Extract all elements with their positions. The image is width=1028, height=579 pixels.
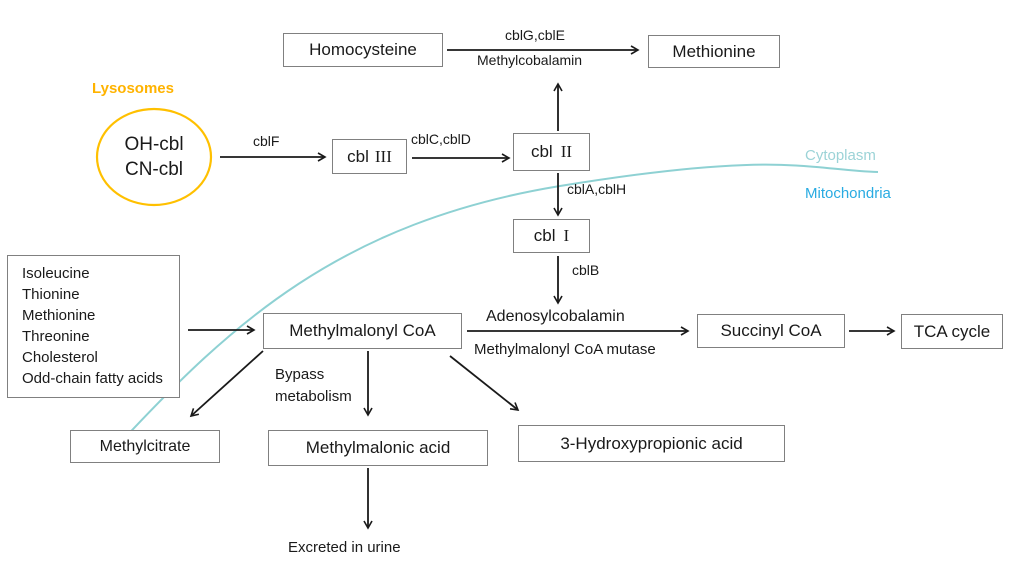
edge-label-cbla-cblh: cblA,cblH — [567, 181, 627, 197]
node-3-hydroxypropionic-acid: 3-Hydroxypropionic acid — [518, 425, 785, 462]
node-tca-cycle: TCA cycle — [901, 314, 1003, 349]
substrate-item: Odd-chain fatty acids — [22, 370, 163, 387]
node-methionine: Methionine — [648, 35, 780, 68]
cbl-i-numeral: I — [563, 226, 570, 245]
edge-label-bypass-line1: Bypass — [275, 366, 325, 383]
substrate-item: Thionine — [22, 286, 80, 303]
cbl-ii-numeral: II — [560, 142, 573, 161]
edge-label-adenosylcobalamin: Adenosylcobalamin — [486, 308, 625, 325]
membrane-curve — [119, 163, 879, 444]
substrate-item: Isoleucine — [22, 265, 90, 282]
lysosomes-region-label: Lysosomes — [92, 80, 174, 97]
substrate-item: Threonine — [22, 328, 90, 345]
mitochondria-region-label: Mitochondria — [805, 185, 891, 202]
cbl-iii-numeral: III — [374, 146, 392, 166]
node-succinyl-coa: Succinyl CoA — [697, 314, 845, 348]
substrate-item: Cholesterol — [22, 349, 98, 366]
edge-label-bypass-line2: metabolism — [275, 388, 352, 405]
edge-label-methylcobalamin: Methylcobalamin — [477, 52, 583, 68]
edge-label-cblb: cblB — [572, 262, 600, 278]
node-homocysteine: Homocysteine — [283, 33, 443, 67]
node-methylmalonic-acid: Methylmalonic acid — [268, 430, 488, 466]
edge-label-mmcoa-mutase: Methylmalonyl CoA mutase — [474, 341, 656, 358]
cbl-iii-prefix: cbl — [347, 146, 369, 166]
arrow-mmcoa-to-methylcitrate — [189, 350, 264, 418]
node-methylcitrate: Methylcitrate — [70, 430, 220, 463]
edge-label-cblg-cble: cblG,cblE — [505, 27, 565, 43]
label-excreted-in-urine: Excreted in urine — [288, 539, 401, 556]
edge-label-cblc-cbld: cblC,cblD — [411, 131, 471, 147]
arrow-mmcoa-to-hydroxypropionic — [449, 355, 520, 412]
lysosome-contents: OH-cbl CN-cbl — [97, 109, 211, 205]
node-cbl-iii: cbl III — [332, 139, 407, 174]
cbl-ii-prefix: cbl — [530, 142, 553, 161]
lysosome-ellipse — [95, 107, 213, 207]
edge-label-cblf: cblF — [253, 133, 280, 149]
node-cbl-ii: cbl II — [513, 133, 590, 171]
node-cbl-i: cbl I — [513, 219, 590, 253]
lysosome-line-cn-cbl: CN-cbl — [124, 159, 184, 180]
lysosome-line-oh-cbl: OH-cbl — [124, 134, 184, 155]
substrates-box: Isoleucine Thionine Methionine Threonine… — [7, 255, 180, 398]
cytoplasm-region-label: Cytoplasm — [805, 147, 876, 164]
substrate-item: Methionine — [22, 307, 96, 324]
node-methylmalonyl-coa: Methylmalonyl CoA — [263, 313, 462, 349]
cbl-i-prefix: cbl — [533, 226, 556, 245]
